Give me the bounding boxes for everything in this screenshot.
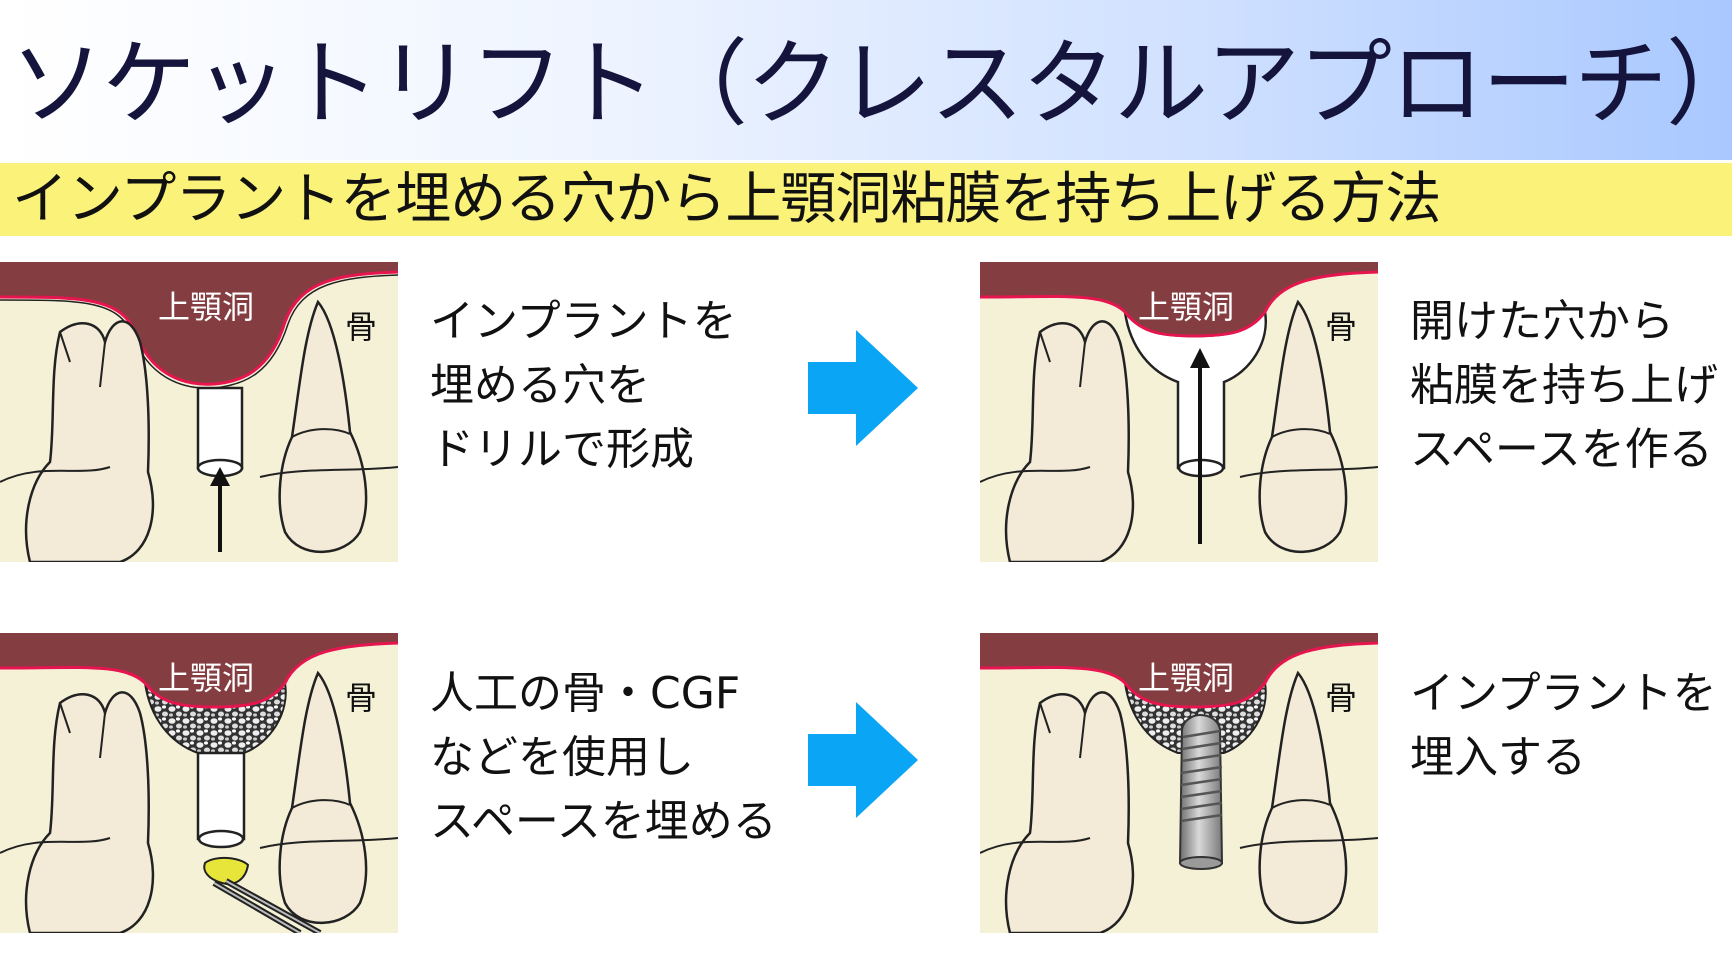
step-arrow-2 <box>808 702 918 818</box>
subtitle-band <box>0 163 1732 236</box>
step-arrow-1 <box>808 330 918 446</box>
step-2-text: 開けた穴から 粘膜を持ち上げ スペースを作る <box>1410 296 1718 475</box>
sinus-label: 上顎洞 <box>158 288 255 326</box>
panel-lift: 上顎洞 骨 <box>980 262 1378 562</box>
sinus-label: 上顎洞 <box>158 659 255 697</box>
bone-label: 骨 <box>1325 679 1358 717</box>
panel-implant: 上顎洞 骨 <box>980 633 1378 933</box>
header-band <box>0 0 1732 160</box>
page-title: ソケットリフト（クレスタルアプローチ） <box>10 30 1732 139</box>
sinus-label: 上顎洞 <box>1138 288 1235 326</box>
sinus-label: 上顎洞 <box>1138 659 1235 697</box>
bone-label: 骨 <box>345 679 378 717</box>
panel-graft: 上顎洞 骨 <box>0 633 398 933</box>
page-subtitle: インプラントを埋める穴から上顎洞粘膜を持ち上げる方法 <box>12 167 1441 232</box>
step-4-text: インプラントを 埋入する <box>1410 668 1717 783</box>
bone-label: 骨 <box>345 308 378 346</box>
step-3-text: 人工の骨・CGF などを使用し スペースを埋める <box>430 668 777 847</box>
panel-drill: 上顎洞 骨 <box>0 262 398 562</box>
bone-label: 骨 <box>1325 308 1358 346</box>
step-1-text: インプラントを 埋める穴を ドリルで形成 <box>430 296 737 475</box>
